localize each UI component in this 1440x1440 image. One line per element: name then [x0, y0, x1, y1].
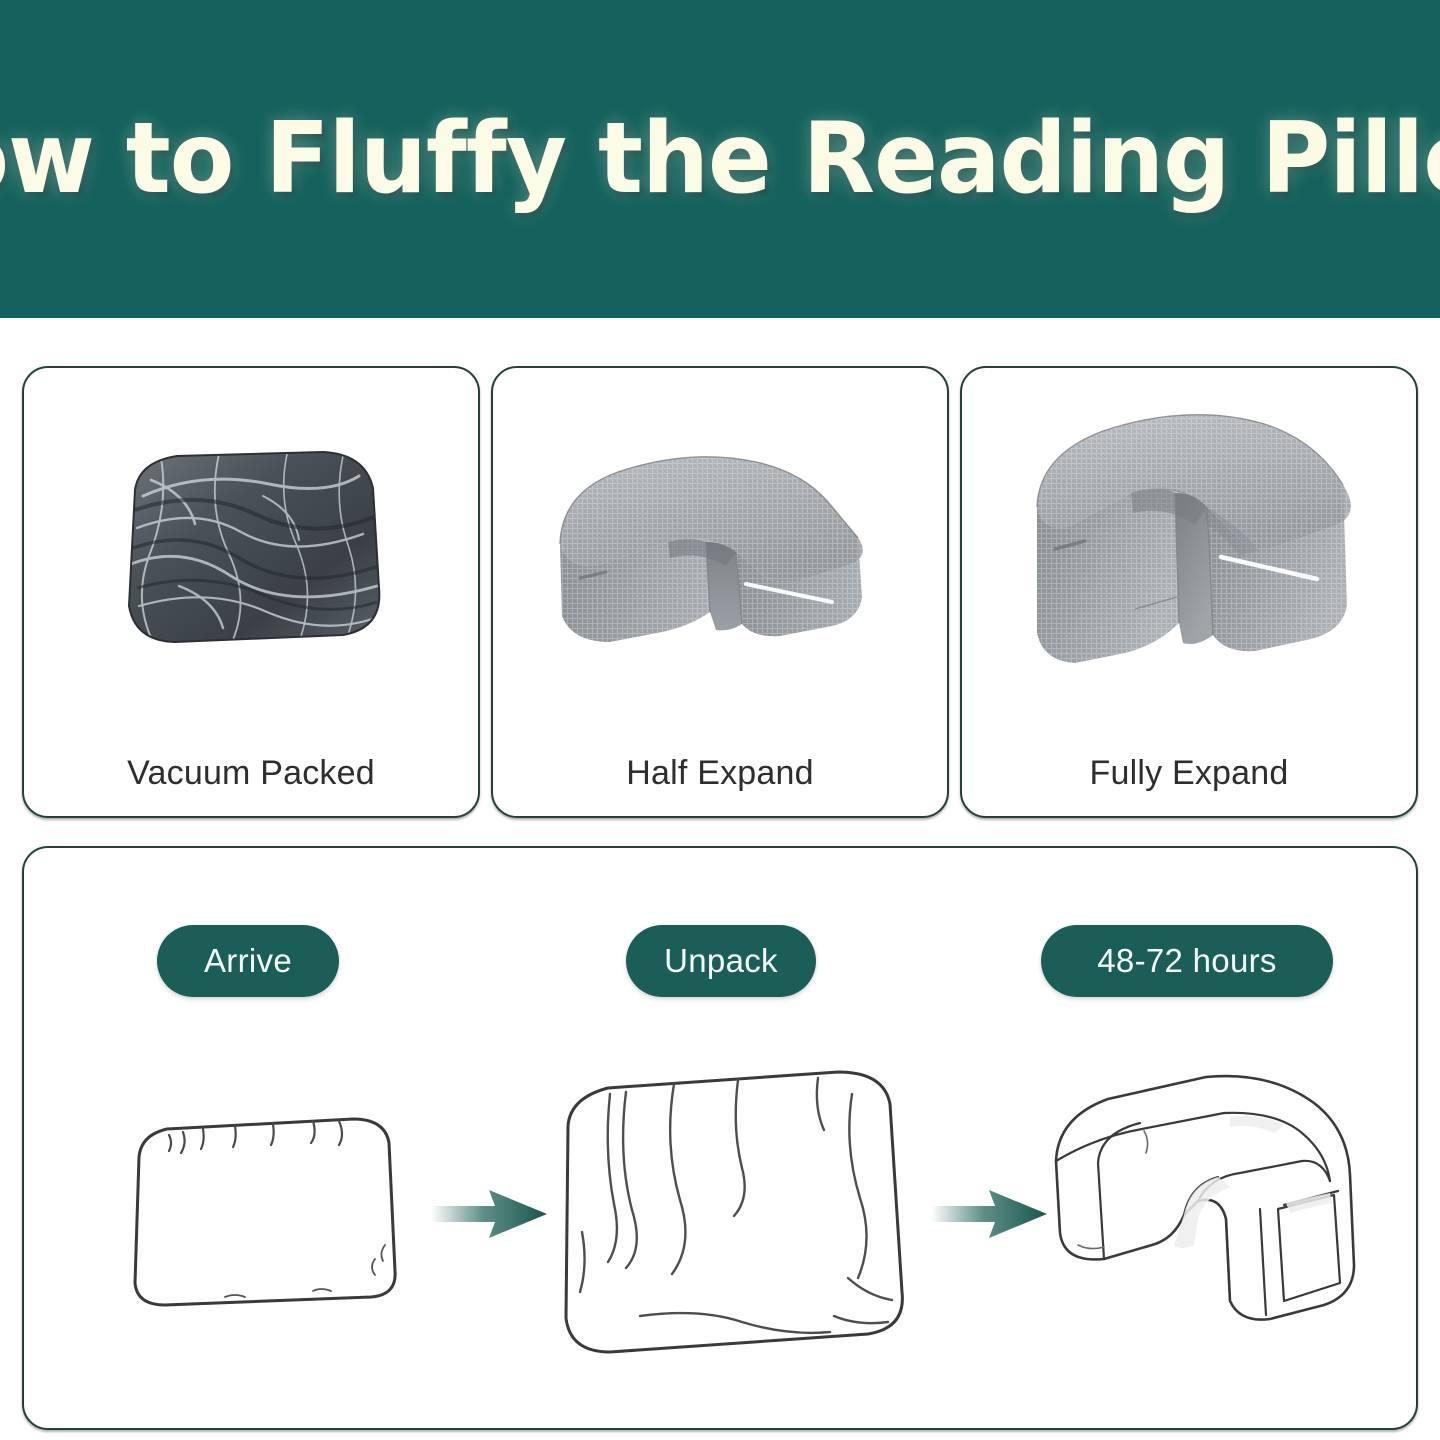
page-header: How to Fluffy the Reading Pillow — [0, 0, 1440, 318]
fully-expanded-u-pillow-photo — [962, 386, 1416, 716]
vacuum-packed-bag-photo — [24, 386, 478, 716]
stage-card-half-expand[interactable]: Half Expand — [491, 366, 949, 818]
timeline-flow-row — [24, 1034, 1416, 1394]
timeline-pill-unpack[interactable]: Unpack — [626, 925, 816, 997]
timeline-pill-arrive[interactable]: Arrive — [157, 925, 339, 997]
page-title: How to Fluffy the Reading Pillow — [0, 102, 1440, 216]
stage-card-vacuum-packed[interactable]: Vacuum Packed — [22, 366, 480, 818]
half-expanded-u-pillow-photo — [493, 386, 947, 716]
compressed-package-line-drawing — [109, 1034, 424, 1394]
stage-card-label: Half Expand — [626, 754, 814, 792]
timeline-pill-48-72-hours[interactable]: 48-72 hours — [1041, 925, 1333, 997]
fully-lofted-u-pillow-line-drawing — [1024, 1034, 1384, 1394]
timeline-panel: Arrive Unpack 48-72 hours — [22, 846, 1418, 1430]
arrow-right-1 — [424, 1034, 554, 1394]
arrow-right-2 — [924, 1034, 1054, 1394]
stage-card-fully-expand[interactable]: Fully Expand — [960, 366, 1418, 818]
stage-card-label: Vacuum Packed — [127, 754, 375, 792]
stage-card-label: Fully Expand — [1089, 754, 1289, 792]
timeline-pill-row: Arrive Unpack 48-72 hours — [24, 925, 1416, 997]
unpacked-pillow-line-drawing — [539, 1034, 934, 1394]
stage-cards-row: Vacuum Packed — [22, 366, 1418, 818]
